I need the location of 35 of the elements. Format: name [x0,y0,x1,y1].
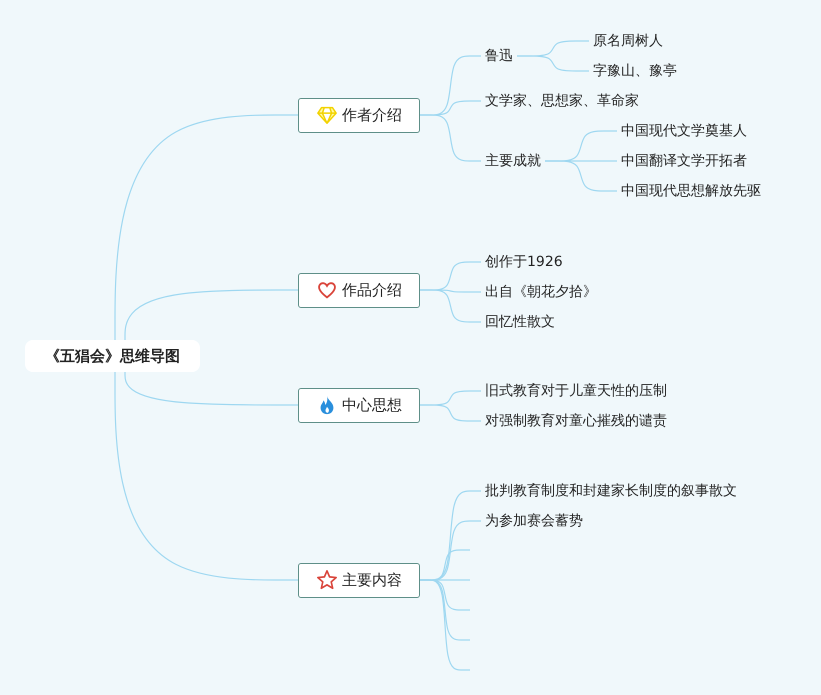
topic-text: 《五猖会》思维导图 [45,346,180,366]
branch-text: 中国翻译文学开拓者 [617,151,751,171]
branch-line [420,289,481,323]
branch-text: 字豫山、豫亭 [589,61,681,81]
topic-box [298,98,420,132]
branch-text: 对强制教育对童心摧残的谴责 [481,411,671,431]
branch-text: 中国现代文学奠基人 [617,121,751,141]
branch-text: 旧式教育对于儿童天性的压制 [481,381,671,401]
branch-text: 为参加赛会蓄势 [481,511,587,531]
branch-text: 创作于1926 [481,252,567,272]
branch-text: 文学家、思想家、革命家 [481,91,643,111]
topic-box [298,272,420,308]
branch-line [114,372,298,581]
topic-text: 作品介绍 [342,280,402,300]
branch-line [420,579,470,671]
branch-text: 回忆性散文 [481,312,559,332]
branch-line [124,372,298,406]
branch-text: 原名周树人 [589,31,667,51]
branch-text: 主要成就 [481,151,545,171]
central-topic [25,340,200,372]
branch-line [420,114,481,162]
branch-text: 批判教育制度和封建家长制度的叙事散文 [481,481,741,501]
branch-text: 出自《朝花夕拾》 [481,282,601,302]
topic-box [298,388,420,422]
topic-text: 主要内容 [342,570,402,590]
topic-text: 中心思想 [342,396,402,414]
branch-line [420,404,481,422]
topic-box [298,562,420,598]
branch-line [545,160,617,192]
branch-text: 中国现代思想解放先驱 [617,181,765,201]
branch-text: 鲁迅 [481,46,517,66]
branch-line [124,289,298,340]
topic-text: 作者介绍 [342,106,402,124]
branch-line [114,114,298,340]
branch-line [517,55,589,72]
